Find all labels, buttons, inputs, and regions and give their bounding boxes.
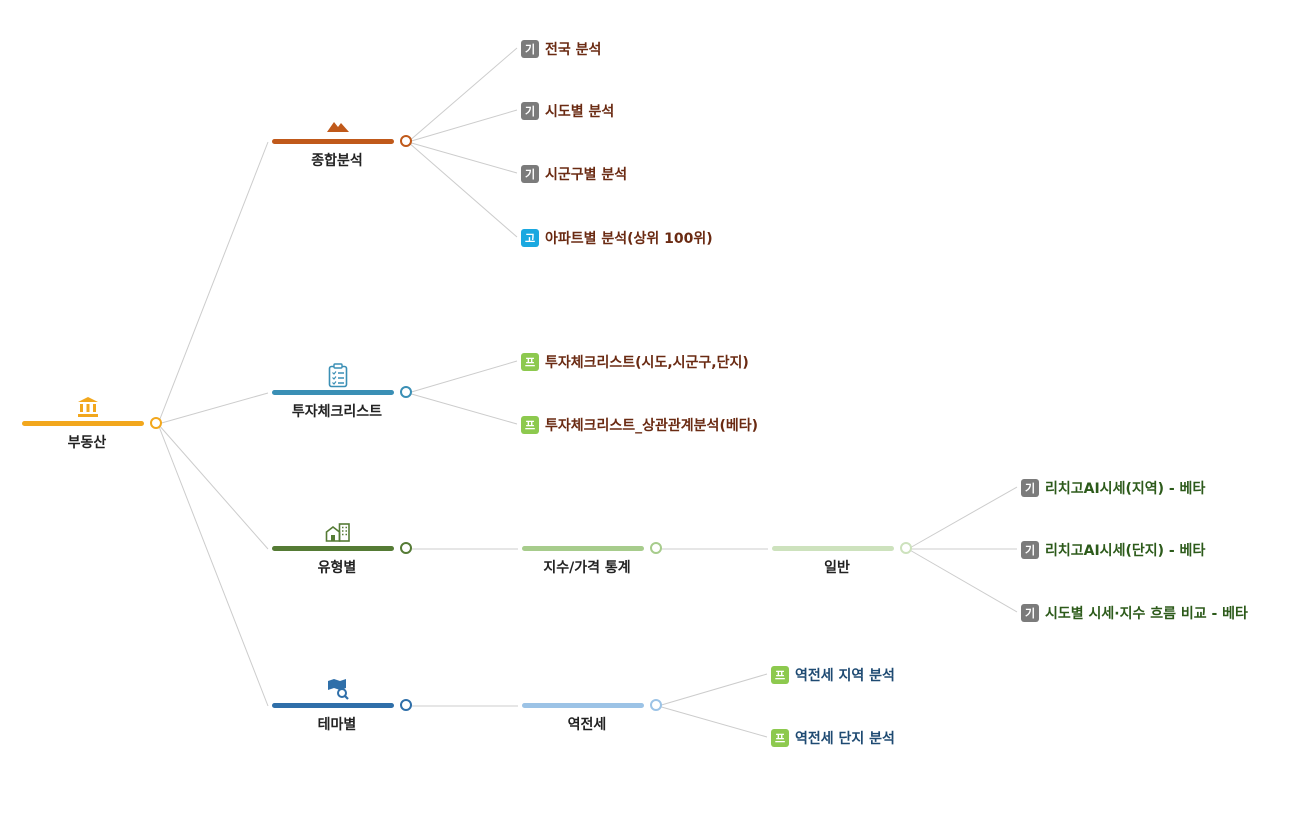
link-b1-leaf4: [407, 141, 518, 238]
leaf-label: 역전세 단지 분석: [795, 731, 895, 747]
sub-toggle[interactable]: [900, 542, 912, 554]
leaf-label: 투자체크리스트_상관관계분석(베타): [545, 418, 758, 434]
badge-premium: 프: [521, 416, 539, 434]
sub-label: 역전세: [567, 717, 607, 733]
badge-premium: 프: [771, 729, 789, 747]
branch-label-b2: 투자체크리스트: [291, 404, 383, 420]
badge-basic: 기: [1021, 604, 1039, 622]
leaf-label: 아파트별 분석(상위 100위): [545, 231, 713, 247]
sub-bar: [772, 546, 894, 551]
branch-toggle-b3[interactable]: [400, 542, 412, 554]
sub-bar: [522, 546, 644, 551]
buildings-icon: [325, 523, 350, 542]
link-b1-leaf1: [407, 47, 518, 143]
leaf-label: 역전세 지역 분석: [795, 668, 895, 684]
branch-toggle-b2[interactable]: [400, 386, 412, 398]
branch-label-b3: 유형별: [317, 560, 357, 576]
leaf-province-trend-compare[interactable]: 기 시도별 시세·지수 흐름 비교 - 베타: [1021, 603, 1248, 623]
link-b4-leaf1: [657, 673, 768, 707]
link-root-b1: [157, 141, 269, 425]
leaf-investment-checklist[interactable]: 프 투자체크리스트(시도,시군구,단지): [521, 352, 749, 372]
leaf-ai-price-region[interactable]: 기 리치고AI시세(지역) - 베타: [1021, 478, 1205, 498]
leaf-label: 시군구별 분석: [545, 167, 628, 183]
link-root-b4: [157, 423, 269, 707]
clipboard-icon: [328, 363, 348, 388]
badge-basic: 기: [521, 40, 539, 58]
leaf-reverse-jeonse-complex[interactable]: 프 역전세 단지 분석: [771, 728, 895, 748]
link-b2-leaf2: [407, 392, 518, 425]
sub-toggle[interactable]: [650, 542, 662, 554]
leaf-label: 전국 분석: [545, 42, 602, 58]
bank-icon: [78, 397, 98, 417]
leaf-label: 투자체크리스트(시도,시군구,단지): [545, 355, 749, 371]
leaf-ai-price-complex[interactable]: 기 리치고AI시세(단지) - 베타: [1021, 540, 1205, 560]
branch-toggle-b1[interactable]: [400, 135, 412, 147]
leaf-label: 시도별 시세·지수 흐름 비교 - 베타: [1045, 606, 1248, 622]
link-b1-leaf3: [407, 141, 518, 174]
branch-bar-b4: [272, 703, 394, 708]
branch-bar-b3: [272, 546, 394, 551]
branch-label-b4: 테마별: [317, 717, 357, 733]
branch-bar-b2: [272, 390, 394, 395]
link-b1-leaf2: [407, 109, 518, 143]
leaf-label: 리치고AI시세(지역) - 베타: [1045, 481, 1206, 497]
badge-basic: 기: [521, 165, 539, 183]
leaf-reverse-jeonse-region[interactable]: 프 역전세 지역 분석: [771, 665, 895, 685]
branch-bar-b1: [272, 139, 394, 144]
badge-basic: 기: [1021, 479, 1039, 497]
branch-toggle-b4[interactable]: [400, 699, 412, 711]
sub-bar: [522, 703, 644, 708]
mountain-icon: [327, 122, 349, 132]
sub-label: 일반: [824, 560, 850, 576]
sub-toggle[interactable]: [650, 699, 662, 711]
link-b3-leaf1: [907, 486, 1018, 550]
link-b4-leaf2: [657, 705, 768, 738]
link-root-b2: [157, 392, 269, 425]
leaf-national-analysis[interactable]: 기 전국 분석: [521, 39, 601, 59]
map-search-icon: [328, 679, 349, 700]
branch-label-b1: 종합분석: [311, 153, 363, 169]
link-b2-leaf1: [407, 360, 518, 394]
badge-premium: 프: [521, 353, 539, 371]
badge-basic: 기: [521, 102, 539, 120]
badge-advanced: 고: [521, 229, 539, 247]
leaf-label: 시도별 분석: [545, 104, 615, 120]
badge-basic: 기: [1021, 541, 1039, 559]
leaf-apartment-analysis[interactable]: 고 아파트별 분석(상위 100위): [521, 228, 713, 248]
leaf-label: 리치고AI시세(단지) - 베타: [1045, 543, 1206, 559]
badge-premium: 프: [771, 666, 789, 684]
link-root-b3: [157, 423, 269, 550]
leaf-province-analysis[interactable]: 기 시도별 분석: [521, 101, 614, 121]
root-label: 부동산: [67, 435, 107, 451]
link-b3-leaf3: [907, 548, 1018, 613]
root-bar: [22, 421, 144, 426]
leaf-investment-correlation[interactable]: 프 투자체크리스트_상관관계분석(베타): [521, 415, 758, 435]
root-toggle[interactable]: [150, 417, 162, 429]
sub-label: 지수/가격 통계: [543, 560, 631, 576]
leaf-district-analysis[interactable]: 기 시군구별 분석: [521, 164, 627, 184]
